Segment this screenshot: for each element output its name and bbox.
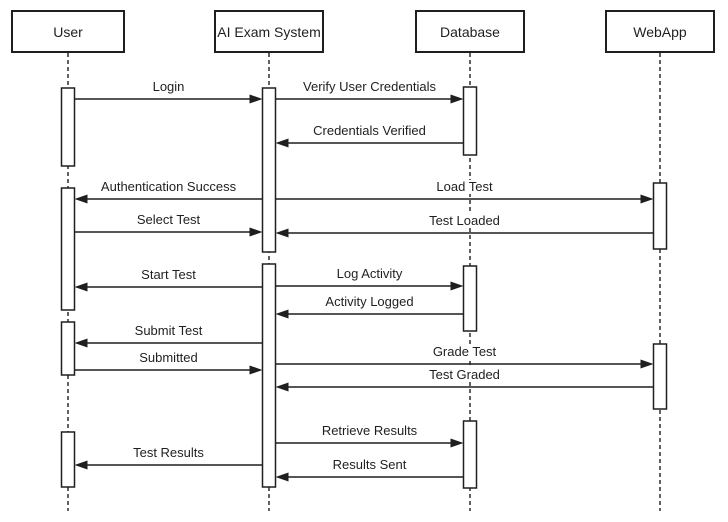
message-label-select-test: Select Test [133,213,204,227]
arrowhead-credentials-verified [275,138,289,148]
message-label-retrieve-results: Retrieve Results [318,424,421,438]
actor-box-user: User [11,10,125,53]
actor-label-ai-exam-system: AI Exam System [217,23,321,40]
message-label-test-graded: Test Graded [426,368,503,382]
activation-bar-user-1 [60,87,76,167]
actor-box-ai-exam-system: AI Exam System [214,10,324,53]
actor-box-webapp: WebApp [605,10,715,53]
activation-bar-database-1 [462,86,478,156]
message-label-start-test: Start Test [138,268,199,282]
arrowhead-results-sent [275,472,289,482]
arrowhead-grade-test [640,359,654,369]
message-label-credentials-verified: Credentials Verified [310,124,429,138]
message-label-results-sent: Results Sent [329,458,410,472]
arrowhead-submitted [249,365,263,375]
arrowhead-log-activity [450,281,464,291]
arrowhead-verify-user-credentials [450,94,464,104]
message-label-grade-test: Grade Test [429,345,500,359]
actor-box-database: Database [415,10,525,53]
arrowhead-test-results [74,460,88,470]
message-label-submitted: Submitted [136,351,201,365]
activation-bar-user-4 [60,431,76,488]
activation-bar-ai-exam-system-1 [261,87,277,253]
message-label-load-test: Load Test [433,180,496,194]
arrowhead-authentication-success [74,194,88,204]
arrowhead-select-test [249,227,263,237]
arrowhead-start-test [74,282,88,292]
activation-bar-database-2 [462,265,478,332]
arrowhead-retrieve-results [450,438,464,448]
message-label-log-activity: Log Activity [333,267,406,281]
message-label-activity-logged: Activity Logged [322,295,417,309]
message-label-verify-user-credentials: Verify User Credentials [300,80,439,94]
arrowhead-test-graded [275,382,289,392]
activation-bar-webapp-1 [652,182,668,250]
activation-bar-user-3 [60,321,76,376]
actor-label-user: User [53,23,83,40]
message-label-submit-test: Submit Test [131,324,206,338]
message-label-login: Login [149,80,188,94]
arrowhead-activity-logged [275,309,289,319]
message-label-test-loaded: Test Loaded [426,214,503,228]
actor-label-database: Database [440,23,500,40]
activation-bar-user-2 [60,187,76,311]
message-label-test-results: Test Results [130,446,207,460]
arrowhead-submit-test [74,338,88,348]
actor-label-webapp: WebApp [633,23,687,40]
activation-bar-webapp-2 [652,343,668,410]
arrowhead-test-loaded [275,228,289,238]
activation-bar-ai-exam-system-2 [261,263,277,488]
activation-bar-database-3 [462,420,478,489]
message-label-authentication-success: Authentication Success [97,180,240,194]
arrowhead-load-test [640,194,654,204]
arrowhead-login [249,94,263,104]
